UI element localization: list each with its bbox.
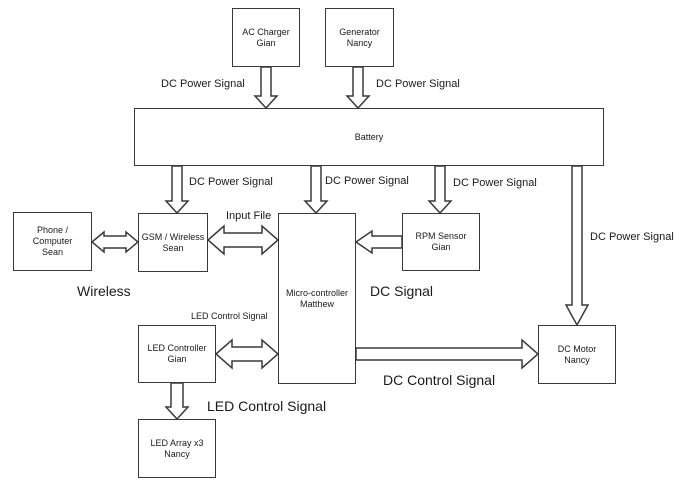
arrow-battery-to-rpm <box>427 165 453 215</box>
label-ac-to-battery: DC Power Signal <box>161 78 245 90</box>
phone-owner: Sean <box>41 247 63 257</box>
ac-charger-owner: Gian <box>256 37 276 48</box>
label-battery-to-gsm: DC Power Signal <box>189 176 273 188</box>
arrow-battery-to-gsm <box>164 165 190 215</box>
ac-charger-name: AC Charger <box>242 26 290 37</box>
arrow-micro-to-motor <box>355 338 540 370</box>
led-array-owner: Nancy <box>164 448 190 459</box>
dc-motor-name: DC Motor <box>557 343 597 354</box>
arrow-battery-to-micro <box>303 165 329 215</box>
label-battery-to-micro: DC Power Signal <box>325 175 409 187</box>
label-gen-to-battery: DC Power Signal <box>376 78 460 90</box>
label-dc-control: DC Control Signal <box>383 372 496 388</box>
led-controller-name: LED Controller <box>147 343 207 353</box>
label-dc-signal: DC Signal <box>370 283 434 299</box>
battery-block: Battery <box>134 108 604 166</box>
label-led-control-small: LED Control Signal <box>191 311 268 321</box>
arrow-ledctrl-micro <box>214 338 280 370</box>
arrow-gen-to-battery <box>345 66 371 110</box>
generator-name: Generator <box>339 26 380 37</box>
label-battery-to-motor: DC Power Signal <box>590 231 674 243</box>
led-array-name: LED Array x3 <box>150 437 204 448</box>
arrow-phone-gsm <box>90 230 140 254</box>
micro-name: Micro-controller <box>285 287 348 298</box>
rpm-owner: Gian <box>431 242 451 252</box>
arrow-rpm-to-micro <box>354 229 403 255</box>
led-controller-owner: Gian <box>167 354 187 364</box>
arrow-ledctrl-to-array <box>164 382 190 421</box>
generator-owner: Nancy <box>346 37 373 48</box>
dc-motor-owner: Nancy <box>564 354 590 365</box>
label-led-control-big: LED Control Signal <box>207 398 327 414</box>
arrow-gsm-micro <box>206 224 280 256</box>
micro-owner: Matthew <box>299 298 334 309</box>
label-input-file: Input File <box>226 210 272 222</box>
label-wireless: Wireless <box>77 283 131 299</box>
phone-name-1: Phone / <box>36 225 68 235</box>
gsm-owner: Sean <box>162 242 184 253</box>
gsm-name: GSM / Wireless <box>141 231 205 242</box>
phone-name-2: Computer <box>32 236 73 246</box>
battery-name: Battery <box>354 131 384 142</box>
rpm-name: RPM Sensor <box>415 231 467 241</box>
arrow-battery-to-motor <box>564 165 590 327</box>
arrow-ac-to-battery <box>253 66 279 110</box>
label-battery-to-rpm: DC Power Signal <box>453 177 537 189</box>
